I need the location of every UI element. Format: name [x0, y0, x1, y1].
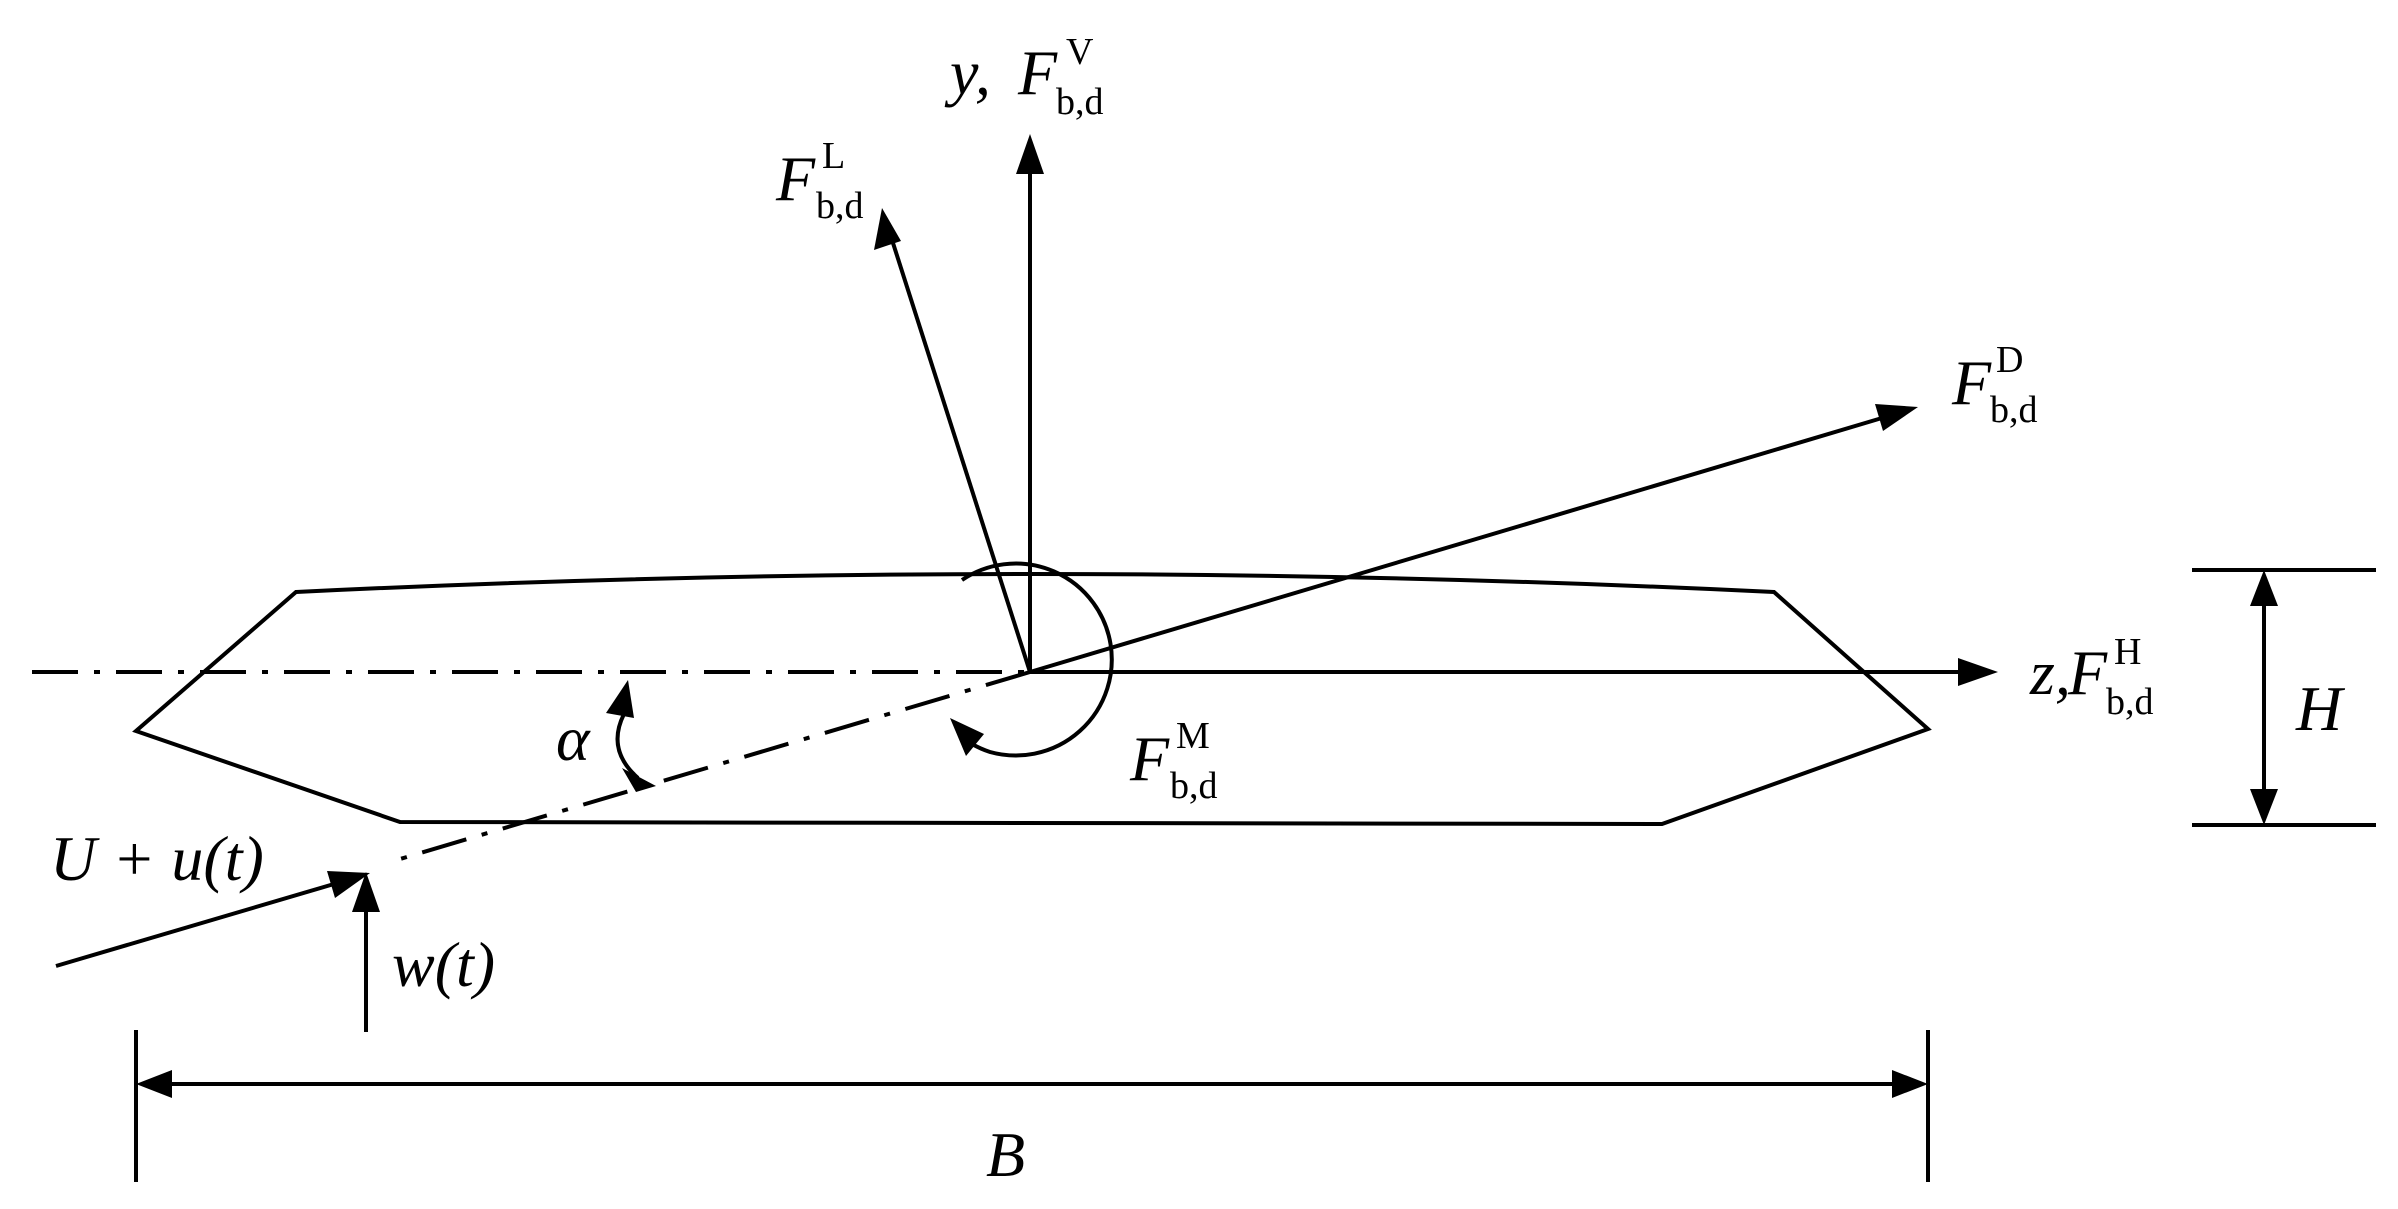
deck-cross-section [132, 572, 1932, 827]
width-dimension-arrowhead-left [136, 1070, 172, 1098]
wind-incidence-line [389, 670, 1031, 864]
label-moment: F M b,d [1129, 715, 1218, 807]
label-drag: F D b,d [1951, 339, 2038, 431]
label-y-symbol: y, [944, 37, 991, 108]
label-moment-F: F [1129, 723, 1170, 794]
label-y-axis: y, F V b,d [944, 31, 1104, 123]
drag-force-line [1029, 416, 1883, 674]
angle-arc-arrowhead-bottom [622, 768, 656, 792]
label-z-sup: H [2114, 631, 2141, 673]
angle-arc [615, 713, 640, 780]
height-dimension-arrowhead-bottom [2250, 789, 2278, 825]
label-y-F: F [1017, 37, 1058, 108]
label-z-axis: z, F H b,d [2029, 631, 2154, 723]
label-moment-sup: M [1176, 715, 1210, 757]
label-y-sup: V [1066, 31, 1094, 73]
label-z-F: F [2067, 637, 2108, 708]
label-z-symbol: z, [2029, 637, 2071, 708]
drag-force-arrowhead [1875, 404, 1918, 431]
wind-horizontal-arrowhead [327, 871, 370, 898]
lift-force-arrowhead [874, 208, 901, 250]
moment-arc [960, 561, 1114, 758]
label-moment-sub: b,d [1170, 765, 1218, 807]
label-lift-F: F [775, 143, 816, 214]
label-height-H: H [2295, 673, 2346, 744]
label-drag-sup: D [1996, 339, 2023, 381]
label-width-B: B [986, 1119, 1025, 1190]
lift-force-line [891, 242, 1032, 673]
label-z-sub: b,d [2106, 681, 2154, 723]
label-drag-F: F [1951, 347, 1992, 418]
y-axis-arrowhead [1016, 134, 1044, 174]
label-y-sub: b,d [1056, 81, 1104, 123]
label-lift: F L b,d [775, 135, 864, 227]
moment-arrowhead [950, 718, 984, 756]
label-wind-horizontal: U + u(t) [50, 823, 264, 894]
width-dimension-arrowhead-right [1892, 1070, 1928, 1098]
z-axis-arrowhead [1958, 658, 1998, 686]
height-dimension-arrowhead-top [2250, 570, 2278, 606]
label-wind-vertical: w(t) [392, 929, 495, 1000]
label-lift-sup: L [822, 135, 845, 177]
wind-vertical-arrowhead [352, 872, 380, 912]
label-lift-sub: b,d [816, 185, 864, 227]
label-drag-sub: b,d [1990, 389, 2038, 431]
label-angle-alpha: α [556, 703, 591, 774]
wind-horizontal-arrow-line [55, 882, 335, 968]
angle-arc-arrowhead-top [606, 680, 634, 718]
